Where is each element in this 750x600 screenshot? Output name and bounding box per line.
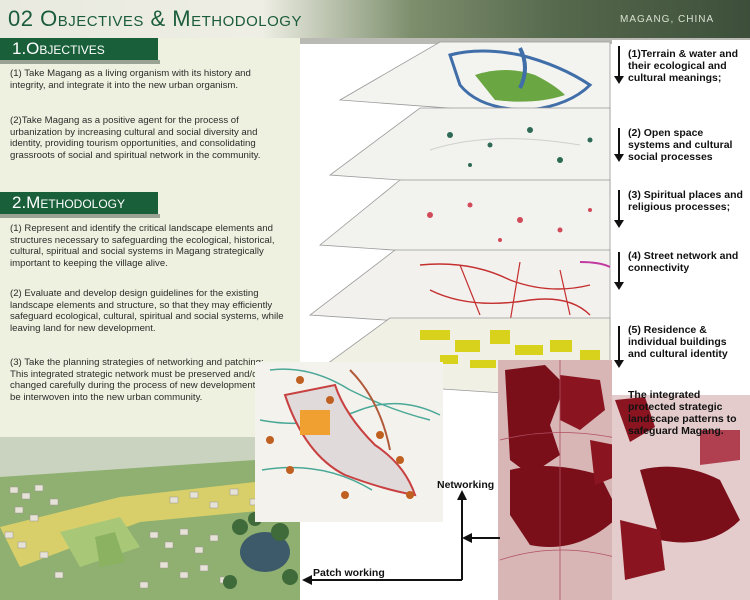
methodology-heading-text: 2.Methodology	[12, 193, 126, 212]
objectives-heading: 1.Objectives	[0, 38, 158, 60]
text-panel	[0, 38, 300, 458]
objectives-underline	[0, 60, 160, 64]
method-item-2: (2) Evaluate and develop design guidelin…	[10, 288, 284, 334]
layer-label-1: (1)Terrain & water and their ecological …	[628, 48, 739, 84]
arrow-up	[457, 490, 467, 500]
integrated-landscape-map	[498, 360, 626, 600]
arrowhead-5	[614, 360, 624, 368]
header-banner: 02 Objectives & Methodology MAGANG, CHIN…	[0, 0, 750, 38]
layer-street-network	[308, 249, 611, 336]
arrow-1	[618, 46, 620, 76]
patch-working-label: Patch working	[313, 567, 385, 579]
page-title: 02 Objectives & Methodology	[8, 6, 302, 31]
layer-label-5: (5) Residence & individual buildings and…	[628, 324, 728, 360]
integrated-label: The integrated protected strategic lands…	[628, 389, 737, 437]
networking-map	[255, 362, 443, 522]
arrow-4	[618, 252, 620, 282]
method-item-3: (3) Take the planning strategies of netw…	[10, 357, 269, 403]
objective-item-1: (1) Take Magang as a living organism wit…	[10, 68, 251, 91]
methodology-underline	[0, 214, 160, 218]
layer-label-2: (2) Open space systems and cultural soci…	[628, 127, 733, 163]
arrow-5	[618, 326, 620, 360]
location-label: MAGANG, CHINA	[620, 14, 715, 25]
arrow-left-1	[462, 533, 472, 543]
header-divider	[290, 38, 750, 44]
arrowhead-2	[614, 154, 624, 162]
objective-item-2: (2)Take Magang as a positive agent for t…	[10, 115, 261, 161]
arrowhead-1	[614, 76, 624, 84]
networking-label: Networking	[437, 479, 495, 491]
layer-label-3: (3) Spiritual places and religious proce…	[628, 189, 743, 213]
arrowhead-4	[614, 282, 624, 290]
method-item-1: (1) Represent and identify the critical …	[10, 223, 275, 269]
arrow-3	[618, 190, 620, 220]
objectives-heading-text: 1.Objectives	[12, 39, 105, 58]
arrowhead-3	[614, 220, 624, 228]
layer-open-space	[328, 107, 611, 196]
arrow-left-2	[302, 575, 312, 585]
arrow-2	[618, 128, 620, 154]
integrated-map-extension	[612, 395, 750, 600]
layer-terrain-water	[338, 41, 611, 121]
layer-label-4: (4) Street network and connectivity	[628, 250, 739, 274]
methodology-heading: 2.Methodology	[0, 192, 158, 214]
village-3d-render	[0, 437, 300, 600]
